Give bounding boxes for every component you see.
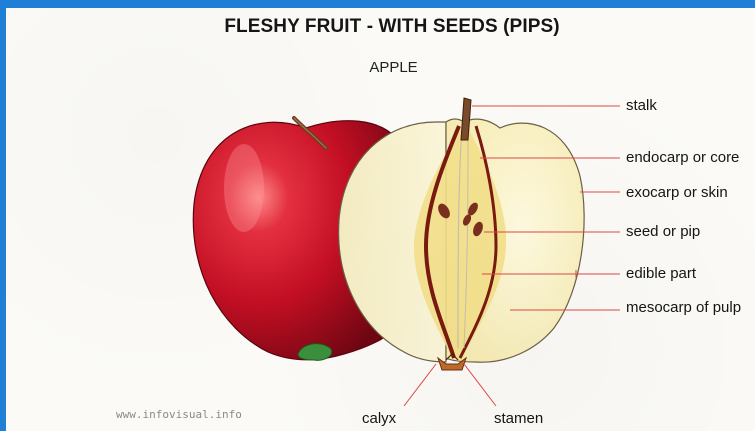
label-mesocarp: mesocarp of pulp: [626, 299, 741, 316]
fruit-name: APPLE: [346, 59, 441, 76]
label-endocarp: endocarp or core: [626, 149, 739, 166]
label-exocarp: exocarp or skin: [626, 184, 728, 201]
source-credit: www.infovisual.info: [116, 408, 242, 421]
diagram-canvas: FLESHY FRUIT - WITH SEEDS (PIPS) APPLE s…: [6, 8, 755, 431]
label-edible: edible part: [626, 265, 696, 282]
leader-calyx: [404, 364, 436, 406]
label-seed: seed or pip: [626, 223, 700, 240]
leader-stamen: [464, 364, 496, 406]
label-stalk: stalk: [626, 97, 657, 114]
label-calyx: calyx: [362, 410, 396, 427]
page-title: FLESHY FRUIT - WITH SEEDS (PIPS): [192, 16, 592, 38]
label-stamen: stamen: [494, 410, 543, 427]
